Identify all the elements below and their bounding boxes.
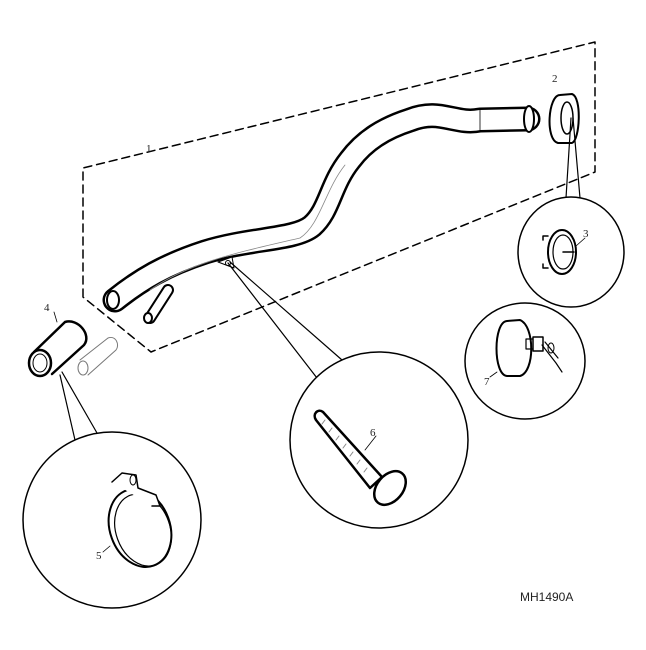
hose (27, 320, 119, 378)
detail-circle-hose-clip (22, 431, 202, 609)
detail-circle-bolt (289, 351, 469, 529)
seal-ring (548, 93, 580, 144)
detail-circle-clip (517, 196, 625, 308)
callout-7: 7 (484, 376, 490, 388)
callout-3: 3 (583, 228, 589, 240)
pipe-assembly (102, 103, 541, 324)
callout-4: 4 (44, 302, 50, 314)
callout-5: 5 (96, 550, 102, 562)
callout-2: 2 (552, 73, 558, 85)
assembly-boundary (82, 41, 596, 353)
detail-circle-locking-cap (464, 302, 586, 420)
reference-code: MH1490A (520, 590, 573, 604)
callout-1: 1 (146, 143, 152, 155)
callout-6: 6 (370, 427, 376, 439)
